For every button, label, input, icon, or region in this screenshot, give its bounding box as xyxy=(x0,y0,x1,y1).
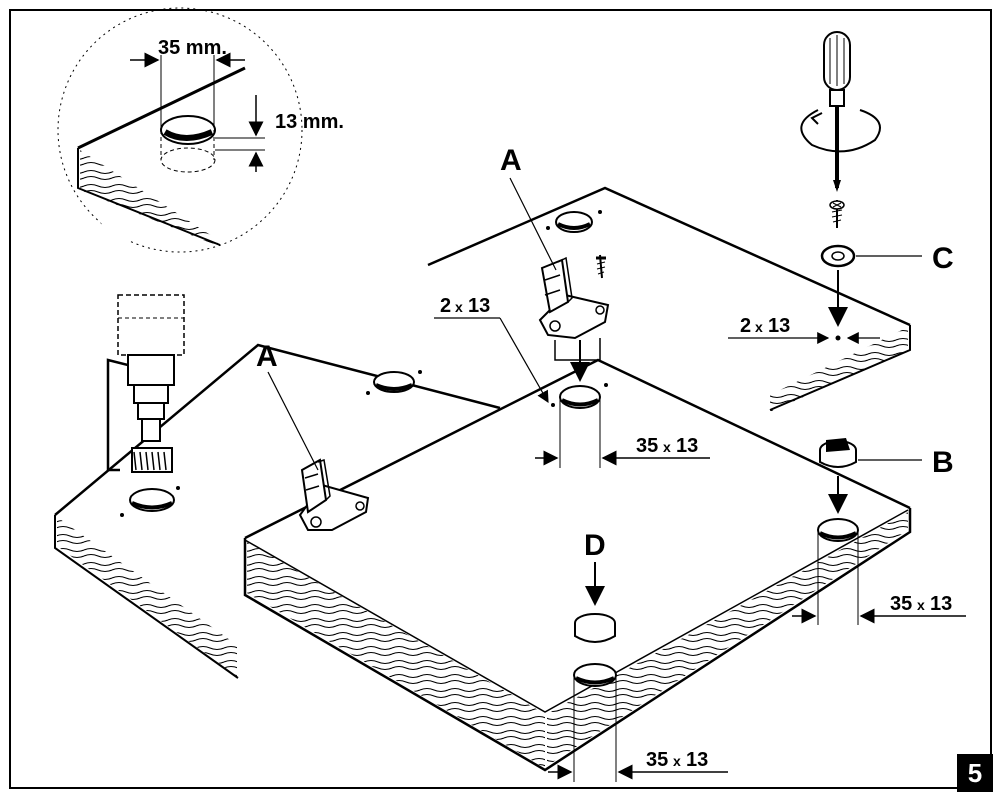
svg-text:x: x xyxy=(663,439,671,455)
board-left xyxy=(54,343,501,679)
dim-label-cup-d: 35 x 13 xyxy=(646,749,708,771)
drill-icon xyxy=(106,294,185,473)
dim-label-cup-b: 35 x 13 xyxy=(890,593,952,615)
label-d: D xyxy=(584,529,606,562)
cap-b-icon xyxy=(819,438,922,514)
svg-text:13: 13 xyxy=(468,295,490,317)
plug-d-icon xyxy=(574,562,616,643)
label-c: C xyxy=(932,242,954,275)
page-frame xyxy=(9,9,992,789)
detail-diameter-label: 35 mm. xyxy=(158,37,227,59)
dim-cup-b xyxy=(792,532,966,625)
leader-a-front xyxy=(267,371,319,471)
washer-c-icon xyxy=(820,244,922,327)
leader-a-upper xyxy=(509,177,557,271)
svg-text:x: x xyxy=(917,597,925,613)
dim-label-cup-center: 35 x 13 xyxy=(636,435,698,457)
svg-text:x: x xyxy=(755,319,763,335)
dim-screw-hole-top xyxy=(434,317,549,404)
detail-depth-label: 13 mm. xyxy=(275,111,344,133)
label-b: B xyxy=(932,446,954,479)
dim-cup-d xyxy=(548,678,728,782)
step-number-badge: 5 xyxy=(957,754,993,792)
svg-text:35: 35 xyxy=(636,435,658,457)
hinge-a-front xyxy=(298,458,370,531)
svg-text:35: 35 xyxy=(890,593,912,615)
hinge-a-upper xyxy=(538,254,610,382)
svg-text:2: 2 xyxy=(740,315,751,337)
detail-magnifier: 35 mm. 13 mm. xyxy=(57,7,344,253)
board-front xyxy=(243,358,912,772)
svg-text:13: 13 xyxy=(930,593,952,615)
svg-text:13: 13 xyxy=(686,749,708,771)
board-back xyxy=(427,186,911,412)
svg-text:35: 35 xyxy=(646,749,668,771)
svg-text:13: 13 xyxy=(676,435,698,457)
dim-cup-center xyxy=(535,400,710,468)
label-a-upper: A xyxy=(500,144,522,177)
svg-text:2: 2 xyxy=(440,295,451,317)
label-a-front: A xyxy=(256,340,278,373)
svg-text:x: x xyxy=(455,299,463,315)
svg-text:13: 13 xyxy=(768,315,790,337)
screwdriver-icon xyxy=(800,31,881,192)
screw-icon xyxy=(829,200,845,228)
dim-label-screw-top: 2 x 13 xyxy=(440,295,490,317)
dim-label-screw-right: 2 x 13 xyxy=(740,315,790,337)
svg-text:x: x xyxy=(673,753,681,769)
